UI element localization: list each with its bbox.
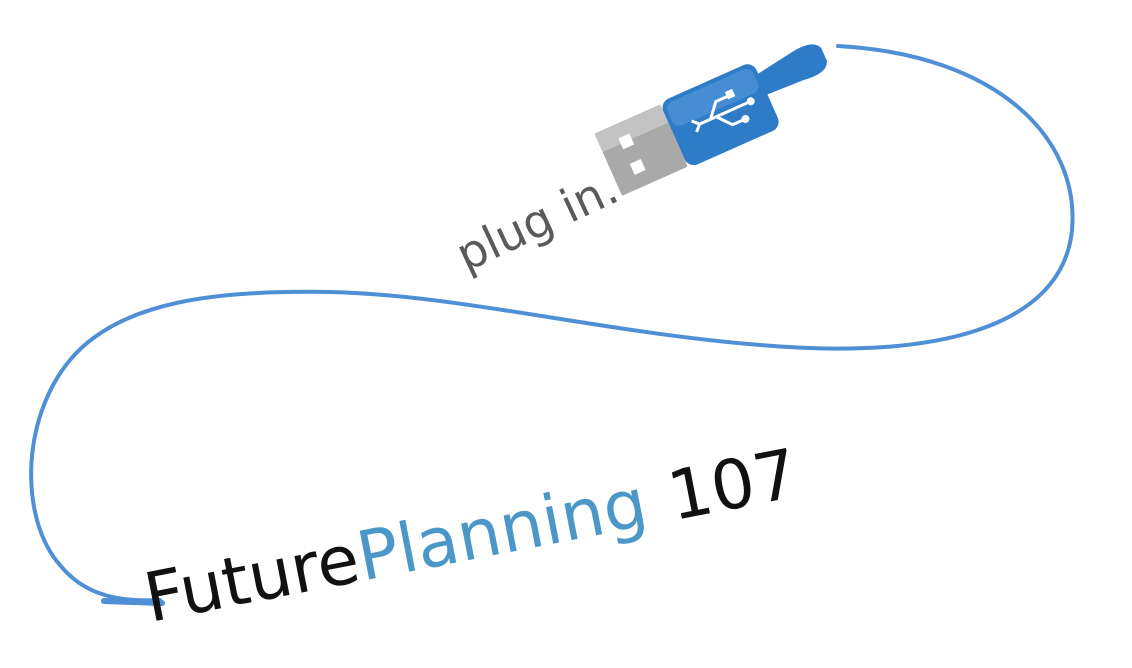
title-part-planning: Planning bbox=[351, 464, 654, 597]
title-part-future: Future bbox=[138, 520, 366, 639]
cable-tip bbox=[101, 598, 165, 606]
tagline: plug in. bbox=[448, 161, 626, 282]
connector-slot bbox=[618, 133, 635, 150]
usb-cable bbox=[29, 44, 1075, 603]
usb-plug bbox=[594, 44, 827, 196]
plug-strain-relief bbox=[746, 44, 827, 100]
connector-slot bbox=[629, 159, 646, 175]
title-part-number: 107 bbox=[662, 435, 804, 537]
usb-icon bbox=[691, 88, 755, 133]
